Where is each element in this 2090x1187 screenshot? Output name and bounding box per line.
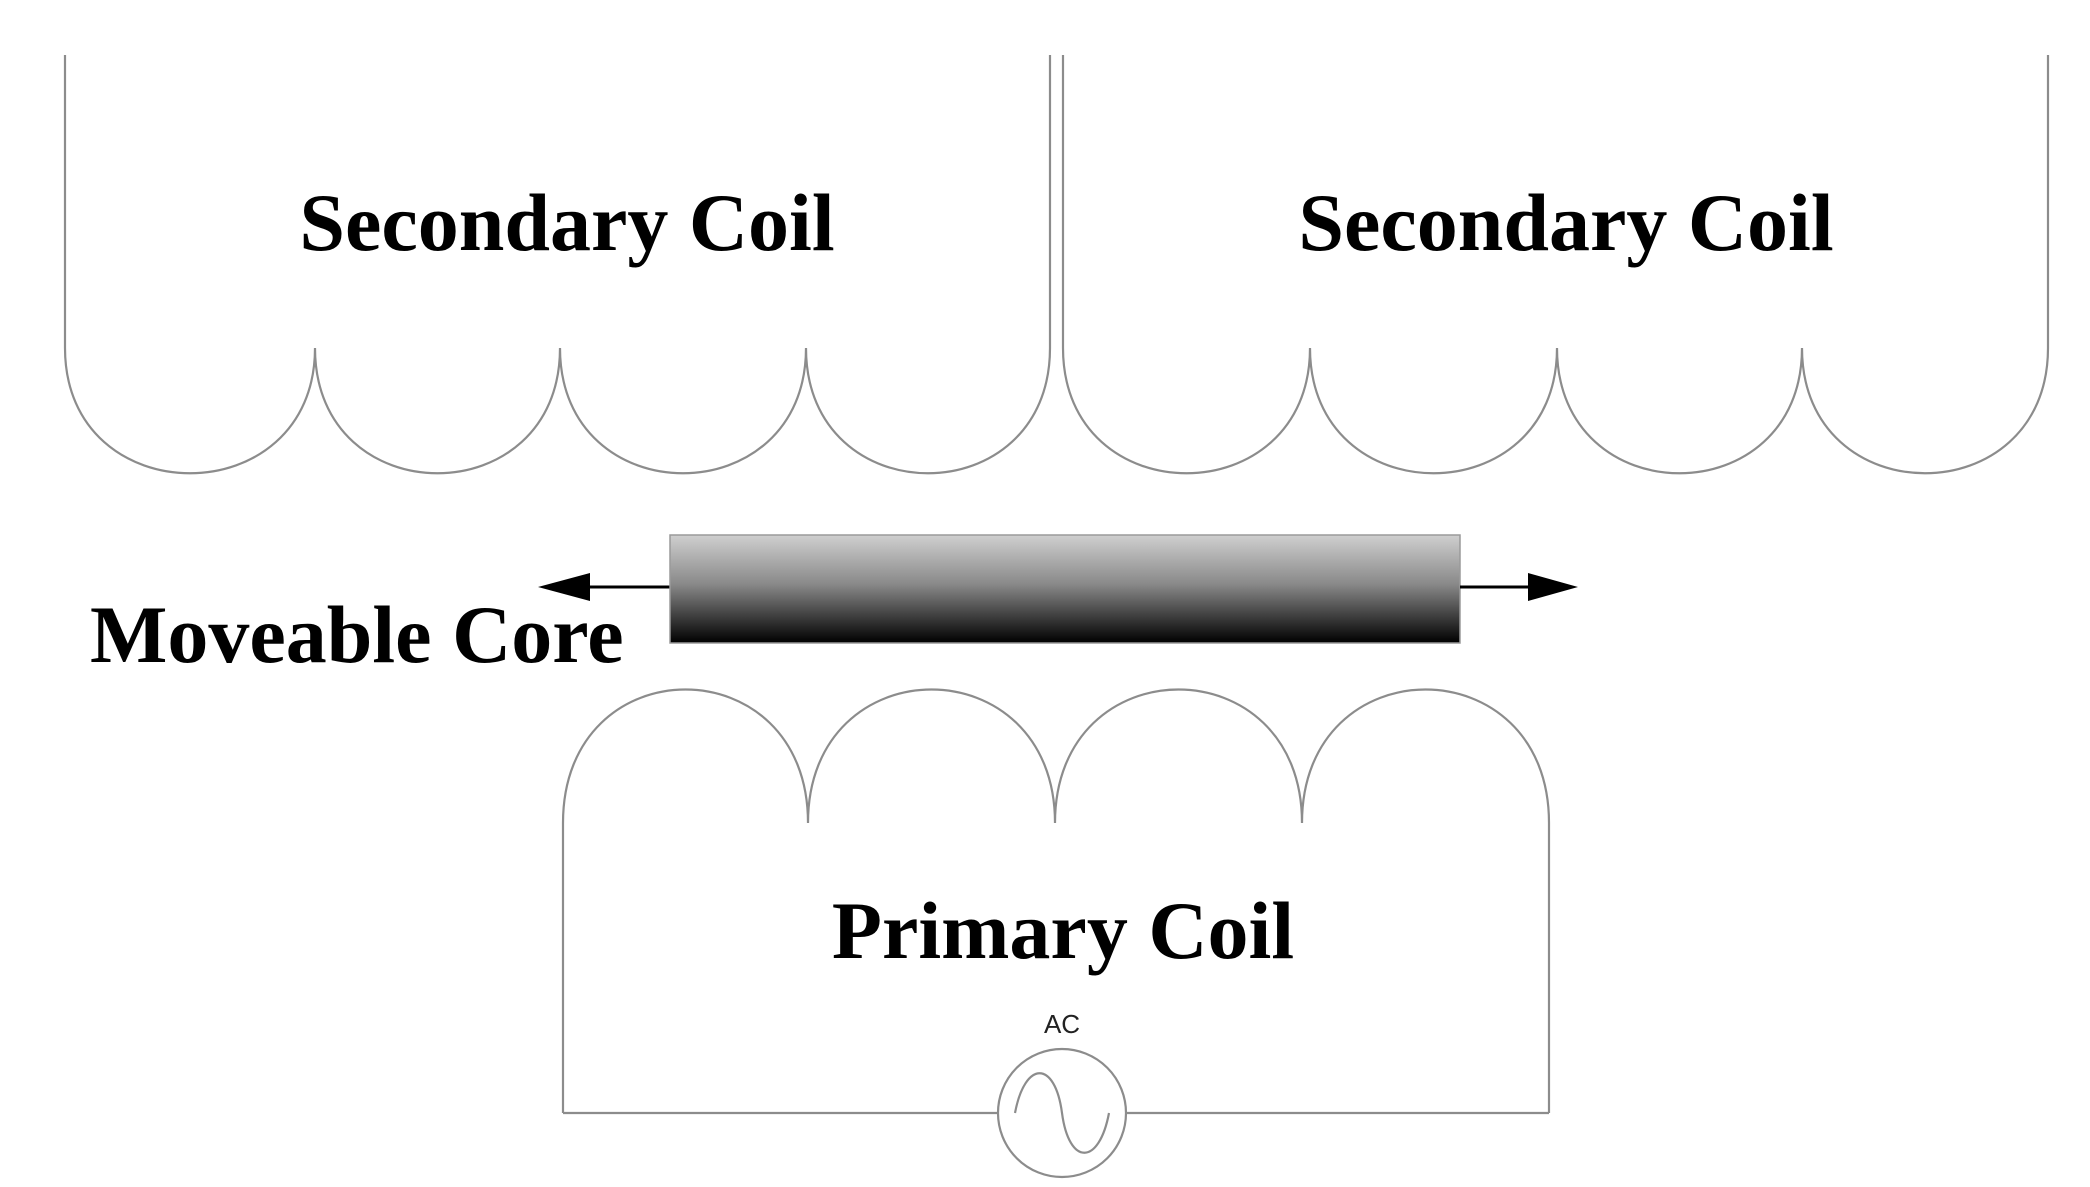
ac-source-label: AC [1044, 1009, 1080, 1039]
ac-sine-source-icon: AC [996, 1009, 1128, 1179]
core-arrow-right-head-icon [1528, 573, 1578, 601]
primary-coil-label: Primary Coil [832, 885, 1294, 976]
moveable-core-label: Moveable Core [90, 589, 624, 680]
secondary-coil-left-label: Secondary Coil [299, 177, 834, 268]
secondary-coil-right-label: Secondary Coil [1298, 177, 1833, 268]
core-rod [669, 534, 1461, 644]
primary-coil-winding [561, 688, 1551, 1113]
secondary-coil-left-winding [63, 55, 1052, 475]
ac-sine-wave [1013, 1072, 1111, 1154]
secondary-coil-right-winding [1061, 55, 2050, 475]
core-arrow-left-head-icon [538, 573, 590, 601]
secondary-coil-left: Secondary Coil [63, 55, 1052, 475]
secondary-coil-right: Secondary Coil [1061, 55, 2050, 475]
moveable-core: Moveable Core [90, 534, 1578, 680]
primary-coil: Primary Coil [561, 688, 1551, 1115]
